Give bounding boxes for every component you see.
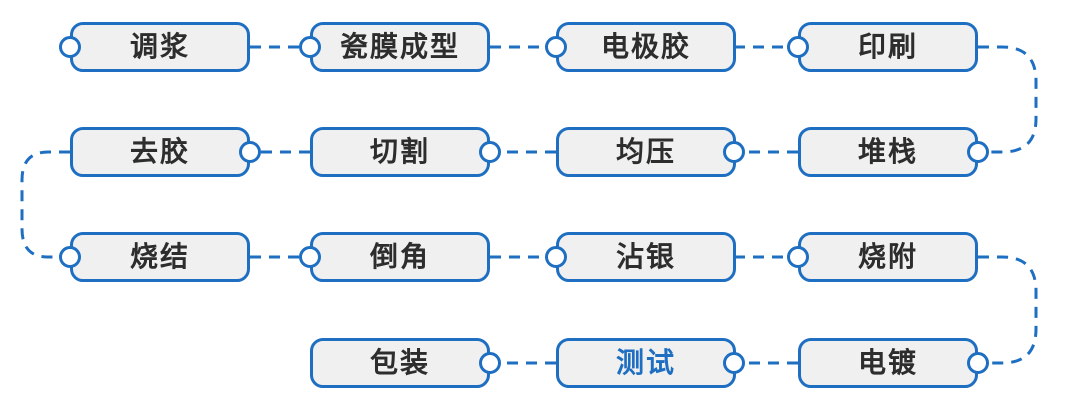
process-step-label: 电镀	[857, 347, 918, 378]
process-step-label: 均压	[615, 136, 676, 167]
process-step: 包装	[310, 338, 490, 388]
process-step-label: 去胶	[129, 136, 190, 167]
process-step: 调浆	[70, 22, 250, 72]
process-step-label: 切割	[369, 136, 430, 167]
process-step-label: 调浆	[129, 31, 190, 62]
process-step-label: 瓷膜成型	[339, 31, 460, 62]
process-step-label: 烧附	[857, 241, 918, 272]
process-step: 切割	[310, 127, 490, 177]
process-step-label: 测试	[615, 347, 676, 378]
process-step-label: 沾银	[615, 241, 676, 272]
process-step-label: 电极胶	[600, 31, 691, 62]
process-step-label: 堆栈	[857, 136, 918, 167]
process-step: 烧结	[70, 232, 250, 282]
process-step: 电极胶	[556, 22, 736, 72]
process-step: 印刷	[798, 22, 978, 72]
process-step: 均压	[556, 127, 736, 177]
process-step-highlighted: 测试	[556, 338, 736, 388]
process-step-label: 倒角	[369, 241, 430, 272]
process-step-label: 烧结	[129, 241, 190, 272]
process-step: 沾银	[556, 232, 736, 282]
connector-shaofu-diandu-wrap	[978, 255, 1038, 365]
connector-qujiao-shaojie-wrap	[20, 150, 70, 259]
process-step: 瓷膜成型	[310, 22, 490, 72]
process-step: 电镀	[798, 338, 978, 388]
process-step: 堆栈	[798, 127, 978, 177]
process-step: 烧附	[798, 232, 978, 282]
connector-yinshua-duizhan-wrap	[978, 45, 1038, 154]
process-step-label: 包装	[369, 347, 430, 378]
process-step: 倒角	[310, 232, 490, 282]
process-step: 去胶	[70, 127, 250, 177]
process-step-label: 印刷	[857, 31, 918, 62]
